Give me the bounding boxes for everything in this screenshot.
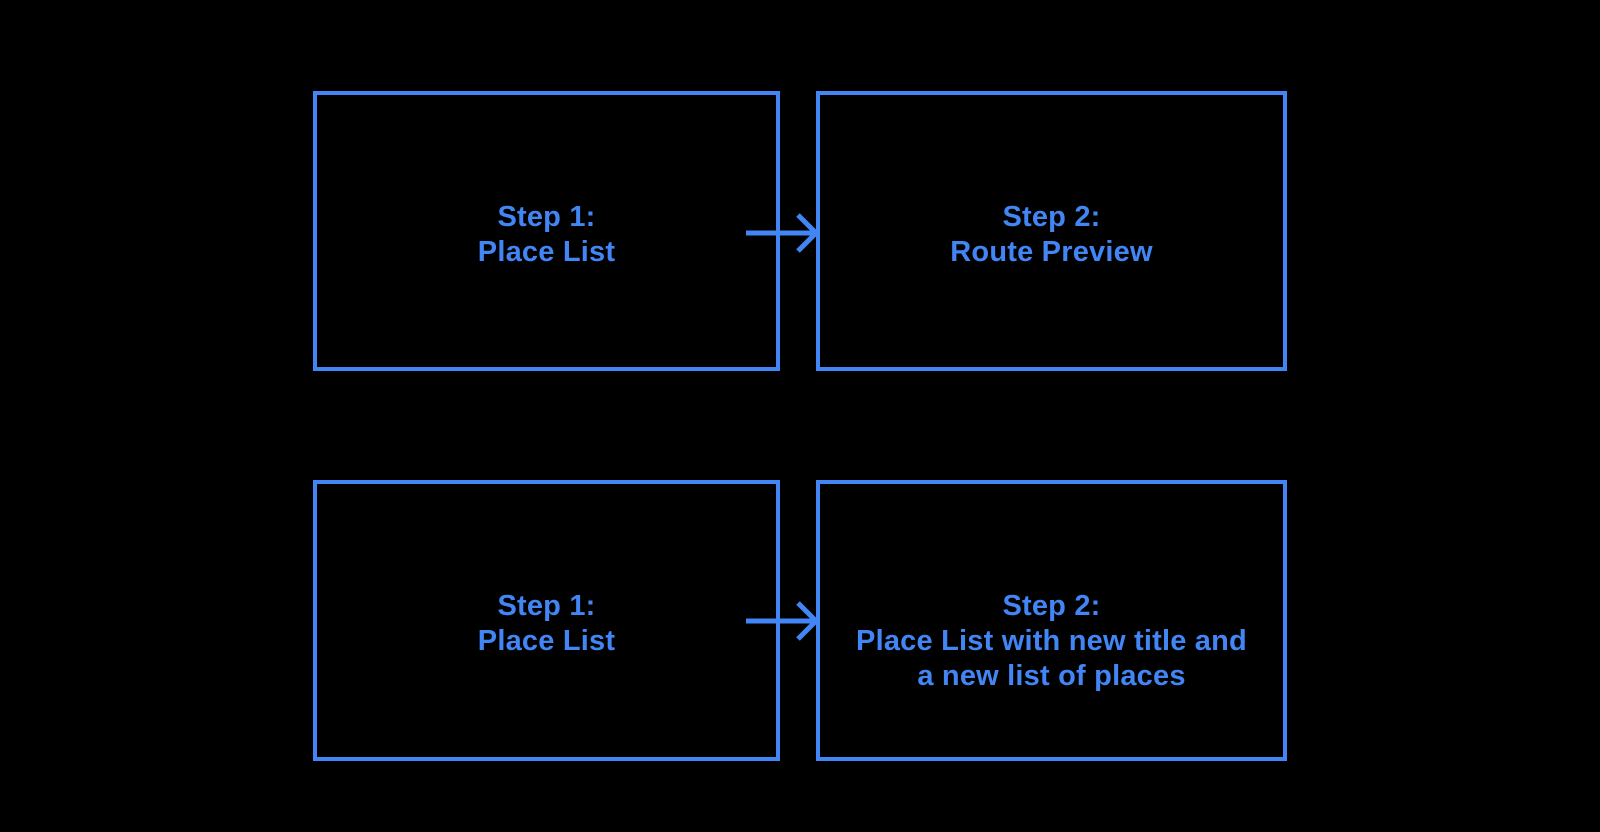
flow-box-label: Step 2: Route Preview [950,201,1153,268]
flow-box-step2-top: Step 2: Route Preview [816,91,1287,371]
flow-box-label: Step 1: Place List [477,201,616,268]
flow-box-step1-bottom: Step 1: Place List [313,480,780,761]
flow-box-label: Step 2: Place List with new title and a … [856,590,1247,692]
arrow-right-icon [746,213,820,253]
flow-box-step2-bottom: Step 2: Place List with new title and a … [816,480,1287,761]
flow-box-label: Step 1: Place List [477,590,616,657]
arrow-right-icon [746,601,820,641]
flow-box-step1-top: Step 1: Place List [313,91,780,371]
